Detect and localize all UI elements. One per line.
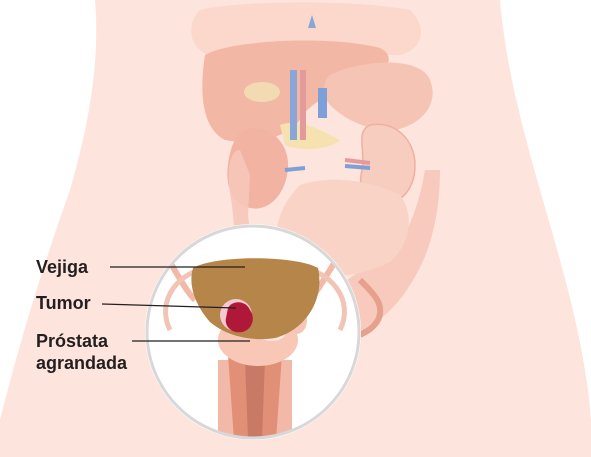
urethra-core [245, 360, 265, 440]
bladder-label: Vejiga [36, 256, 88, 278]
aorta [300, 70, 306, 140]
gallbladder [244, 82, 280, 102]
tumor-label: Tumor [36, 292, 91, 314]
portal-vessel [318, 88, 327, 118]
enlarged-prostate-label-line1: Próstata [36, 330, 127, 352]
renal-vessels-left [285, 168, 305, 170]
enlarged-prostate-label: Próstata agrandada [36, 330, 127, 374]
renal-vessels-right-2 [345, 166, 370, 168]
vena-cava [290, 70, 297, 140]
enlarged-prostate-label-line2: agrandada [36, 352, 127, 374]
